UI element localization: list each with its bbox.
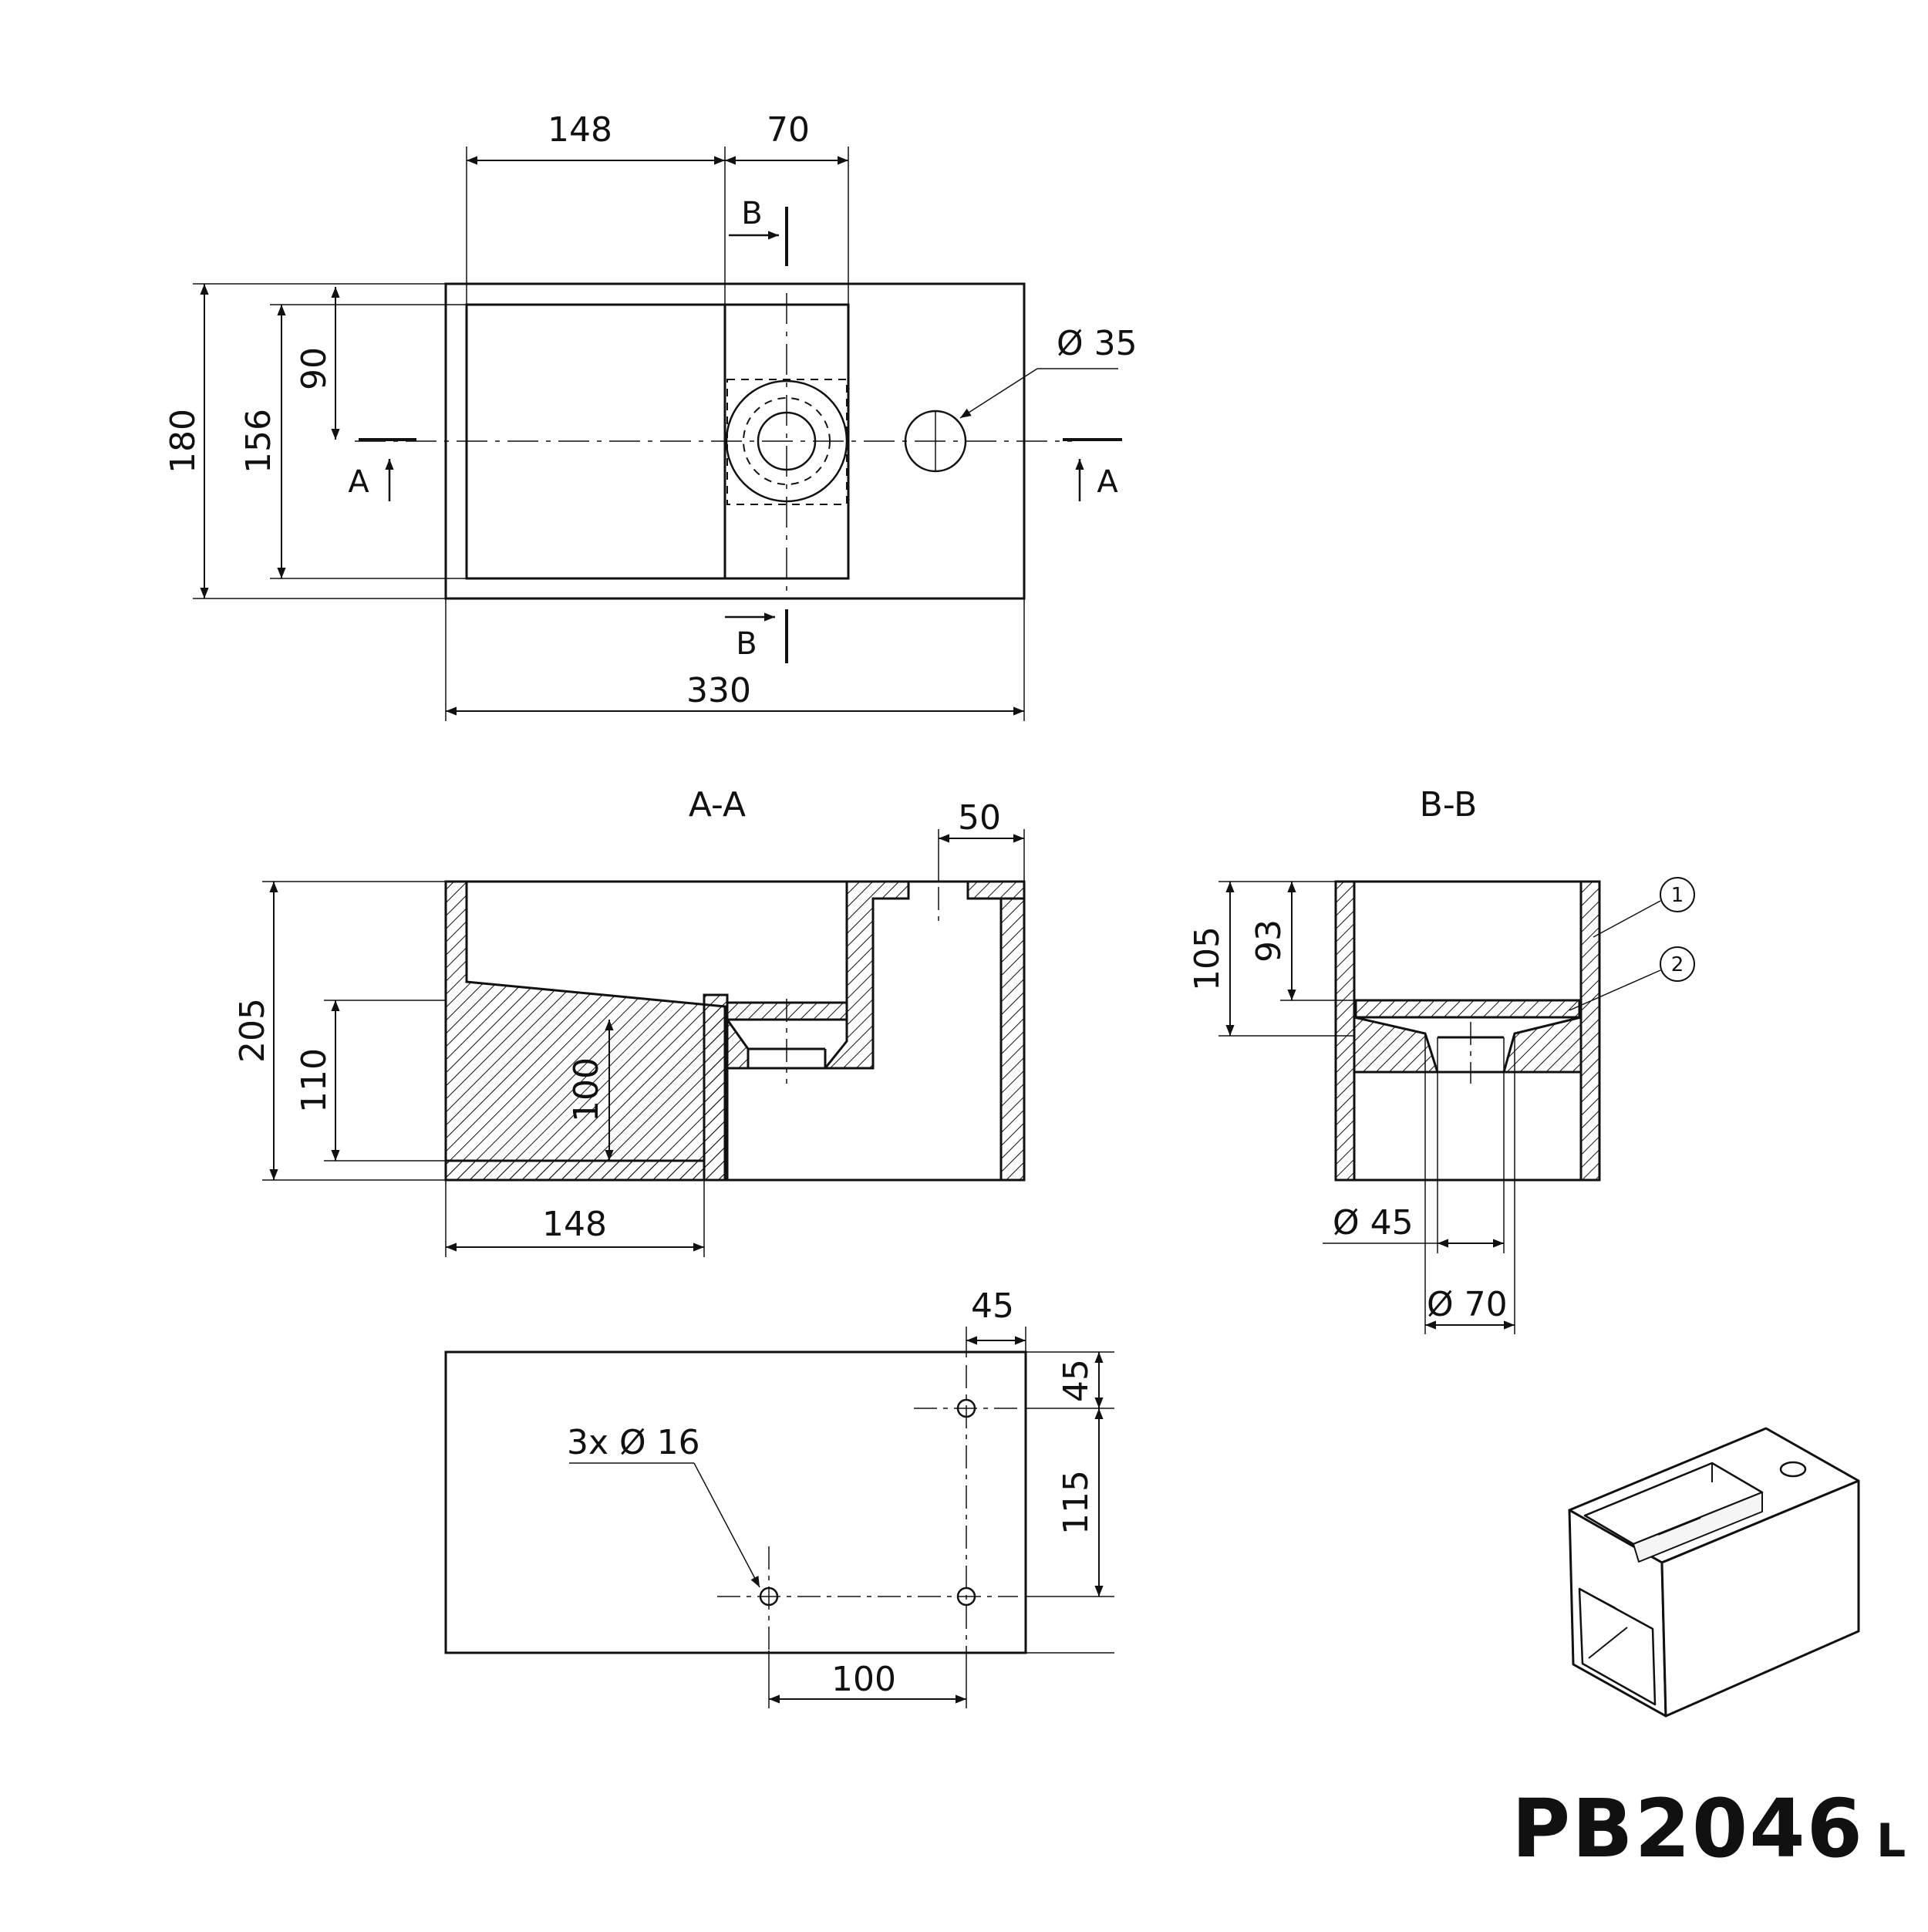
section-bb <box>1218 877 1695 1334</box>
dim-outlet-small: Ø 45 <box>1333 1203 1414 1242</box>
bottom-view-labels: 45 45 115 100 3x Ø 16 <box>567 1286 1096 1699</box>
dim-basin-width: 148 <box>548 110 612 150</box>
top-view-labels: 148 70 330 180 156 90 Ø 35 A A B B <box>163 110 1138 710</box>
top-view <box>193 147 1122 721</box>
section-aa <box>262 829 1026 1257</box>
dim-shelf-height: 110 <box>295 1048 334 1113</box>
iso-tap-hole <box>1779 1461 1807 1478</box>
section-bb-drain-plate <box>1354 999 1581 1019</box>
callout-2 <box>1660 946 1695 982</box>
isometric-view <box>1568 1427 1860 1718</box>
callout-1-label: 1 <box>1671 884 1684 907</box>
dim-tap-hole: Ø 35 <box>1057 324 1138 363</box>
iso-front-face <box>1660 1479 1860 1718</box>
section-mark-a-left: A <box>348 464 369 500</box>
section-aa-labels: A-A 205 110 100 148 50 <box>233 785 1001 1244</box>
section-bb-labels: B-B 105 93 Ø 45 Ø 70 1 2 <box>1188 785 1684 1324</box>
dim-holes: 3x Ø 16 <box>567 1423 700 1462</box>
dim-bb-basin-height: 93 <box>1249 919 1289 963</box>
bottom-view <box>444 1327 1114 1708</box>
dim-basin-depth: 156 <box>239 409 278 474</box>
dim-hole-spacing-y: 115 <box>1057 1470 1096 1535</box>
dim-overall-width: 330 <box>686 671 751 710</box>
product-code-main: PB2046 <box>1512 1782 1864 1876</box>
callout-2-label: 2 <box>1671 953 1684 976</box>
bottom-view-outline <box>444 1350 1027 1654</box>
dim-drain-offset: 90 <box>295 347 334 390</box>
iso-shelf-opening <box>1578 1587 1657 1706</box>
dim-bb-height: 105 <box>1188 926 1227 991</box>
dim-hole-offset-x: 45 <box>971 1286 1014 1326</box>
callout-1 <box>1660 877 1695 912</box>
section-mark-b-bottom: B <box>736 626 757 662</box>
section-mark-b-top: B <box>741 196 762 231</box>
dim-hole-offset-y: 45 <box>1057 1359 1096 1402</box>
section-aa-left-wall <box>444 880 726 1182</box>
dim-shelf-width: 148 <box>542 1205 607 1244</box>
section-bb-title: B-B <box>1420 785 1478 824</box>
section-aa-title: A-A <box>689 785 746 824</box>
dim-drain-area-width: 70 <box>767 110 810 150</box>
section-mark-a-right: A <box>1097 464 1118 500</box>
dim-inner-height: 100 <box>567 1057 606 1122</box>
dim-tap-offset: 50 <box>958 798 1001 838</box>
dim-hole-spacing-x: 100 <box>831 1660 896 1699</box>
dim-overall-depth: 180 <box>163 409 203 474</box>
dim-height-205: 205 <box>233 998 272 1063</box>
product-code-suffix: L <box>1876 1814 1908 1868</box>
dim-outlet-large: Ø 70 <box>1427 1285 1508 1324</box>
